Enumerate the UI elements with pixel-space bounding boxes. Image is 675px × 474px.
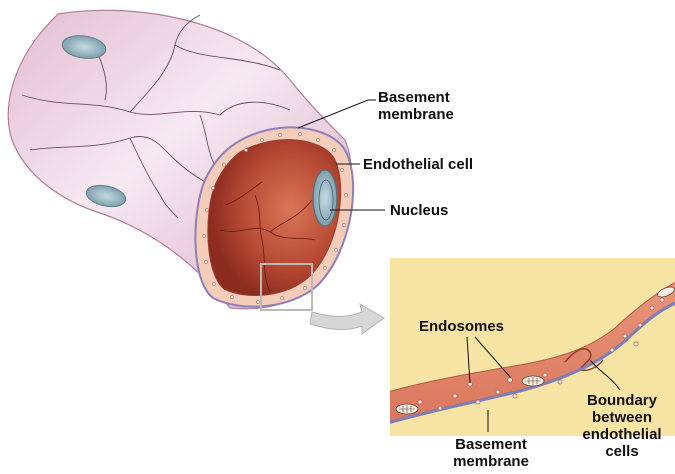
label-basement-membrane-top: Basement membrane xyxy=(378,89,454,123)
label-boundary-between-cells: Boundary between endothelial cells xyxy=(570,392,674,460)
endothelial-nucleus xyxy=(313,170,337,226)
magnification-arrow xyxy=(310,304,384,334)
label-nucleus: Nucleus xyxy=(390,202,448,219)
label-basement-membrane-bottom: Basement membrane xyxy=(436,436,546,470)
label-endothelial-cell: Endothelial cell xyxy=(363,156,473,173)
label-endosomes: Endosomes xyxy=(419,318,504,335)
